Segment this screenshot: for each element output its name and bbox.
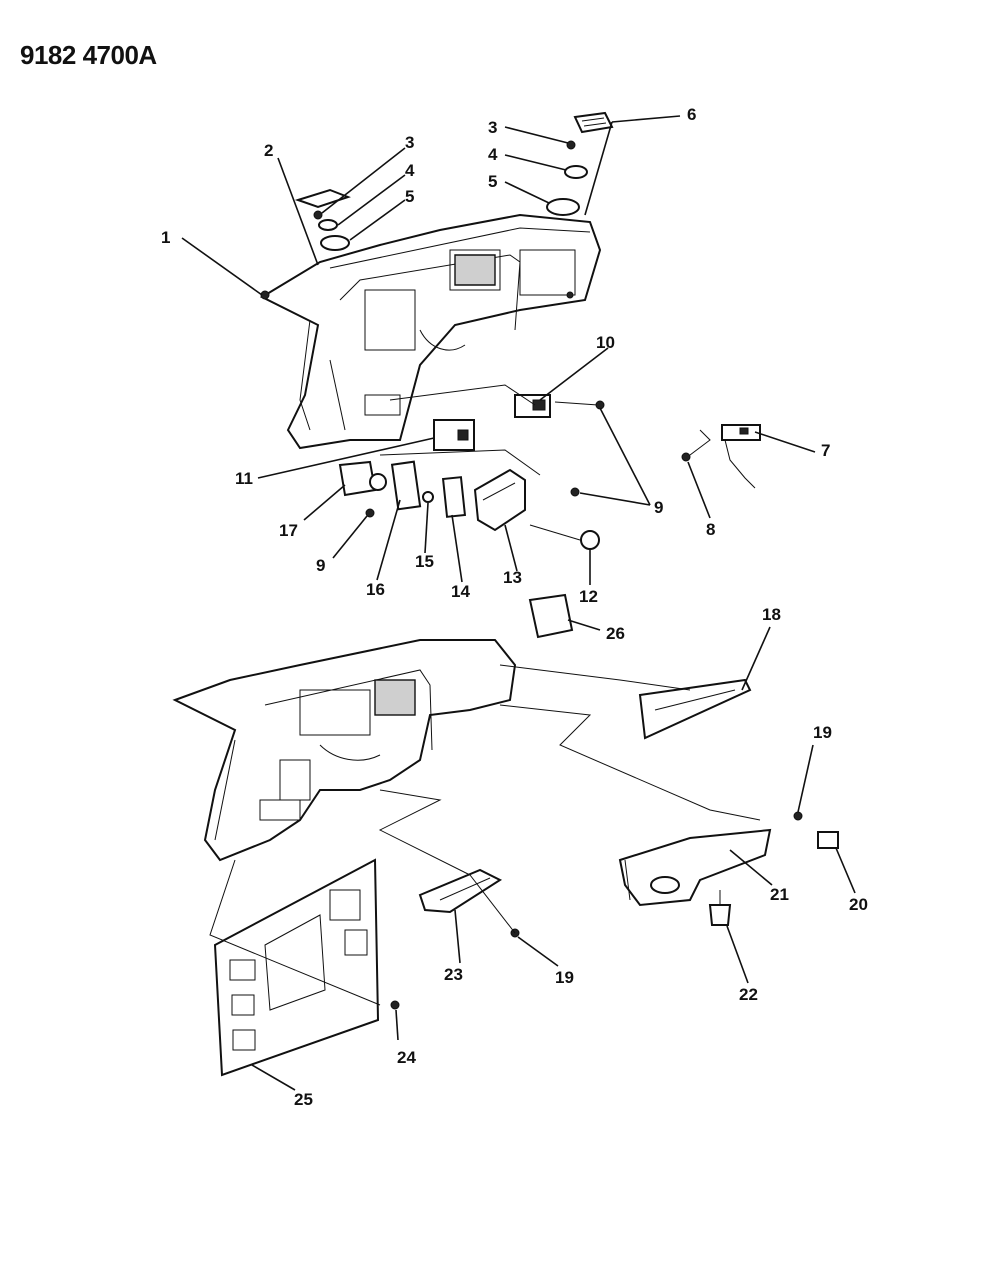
module-11 (433, 419, 475, 451)
callout-22: 22 (739, 985, 758, 1004)
callout-labels: 1 2 3 4 5 3 4 5 6 7 8 9 9 10 11 12 13 14… (161, 105, 868, 1109)
glove-box-21 (618, 828, 772, 907)
bracket-23 (418, 868, 503, 914)
switch-10 (514, 394, 605, 418)
knob-15 (422, 491, 434, 503)
clip-4-left (318, 219, 338, 231)
callout-26: 26 (606, 624, 625, 643)
bezel-16 (390, 460, 422, 511)
callout-17: 17 (279, 521, 298, 540)
callout-15: 15 (415, 552, 434, 571)
screw-9-lower-left (365, 508, 375, 518)
callout-14: 14 (451, 582, 470, 601)
screw-3-right (566, 140, 576, 150)
screw-8 (681, 452, 691, 462)
callout-21: 21 (770, 885, 789, 904)
callout-24: 24 (397, 1048, 416, 1067)
callout-3-left: 3 (405, 133, 414, 152)
module-26 (528, 593, 574, 639)
callout-19-right: 19 (813, 723, 832, 742)
callout-8: 8 (706, 520, 715, 539)
grille-6-right (573, 111, 614, 134)
cluster-bezel-25 (213, 858, 380, 1077)
callout-23: 23 (444, 965, 463, 984)
callout-1: 1 (161, 228, 170, 247)
defroster-grille-left (294, 188, 351, 209)
upper-instrument-panel (259, 213, 602, 450)
callout-7: 7 (821, 441, 830, 460)
lower-instrument-panel (172, 639, 517, 862)
bumper-22 (708, 890, 732, 926)
callout-16: 16 (366, 580, 385, 599)
screw-24 (390, 1000, 400, 1010)
callout-9-left: 9 (316, 556, 325, 575)
callout-18: 18 (762, 605, 781, 624)
speaker-5-right (546, 198, 580, 216)
module-7 (721, 424, 761, 489)
knob-12 (529, 524, 600, 550)
callout-9-right: 9 (654, 498, 663, 517)
latch-20 (817, 831, 839, 849)
callout-5-right: 5 (488, 172, 497, 191)
callout-4-right: 4 (488, 145, 498, 164)
callout-10: 10 (596, 333, 615, 352)
callout-3-right: 3 (488, 118, 497, 137)
callout-6: 6 (687, 105, 696, 124)
leader-lines (181, 115, 856, 1091)
housing-13 (473, 468, 526, 532)
screw-9-center (570, 487, 580, 497)
callout-13: 13 (503, 568, 522, 587)
callout-2: 2 (264, 141, 273, 160)
callout-5-left: 5 (405, 187, 414, 206)
trim-bezel-18 (638, 678, 752, 740)
screw-3-left (313, 210, 323, 220)
speaker-5-left (320, 235, 350, 251)
callout-11: 11 (235, 469, 253, 488)
callout-12: 12 (579, 587, 598, 606)
assembly-guide-lines (209, 384, 761, 1006)
screw-19-right (793, 811, 803, 821)
callout-19-center: 19 (555, 968, 574, 987)
switch-17 (338, 460, 387, 497)
clip-4-right (564, 165, 588, 179)
callout-4-left: 4 (405, 161, 415, 180)
diagram-reference-code: 9182 4700A (20, 40, 157, 70)
callout-20: 20 (849, 895, 868, 914)
callout-25: 25 (294, 1090, 313, 1109)
switch-14 (441, 476, 467, 518)
